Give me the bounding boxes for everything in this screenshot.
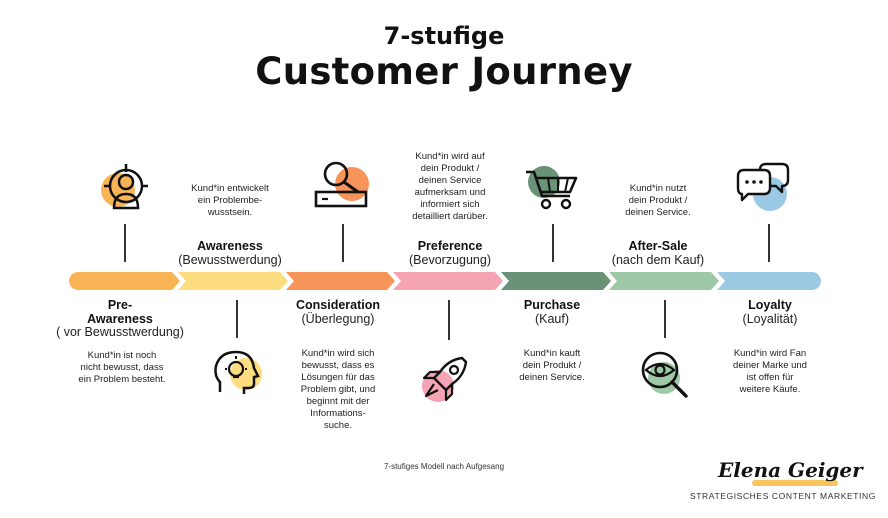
segment-preference	[393, 272, 503, 290]
segment-after-sale	[609, 272, 719, 290]
stage-title-loyalty: Loyalty	[748, 298, 792, 312]
connector-awareness	[236, 300, 238, 338]
head-lightbulb-icon	[214, 350, 262, 394]
segment-awareness	[178, 272, 288, 290]
stage-description-purchase: Kund*in kauft dein Produkt / deinen Serv…	[519, 348, 585, 383]
rocket-icon	[422, 356, 468, 402]
stage-title-pre-awareness: Pre- Awareness	[87, 298, 153, 326]
stage-subtitle-purchase: (Kauf)	[534, 312, 570, 326]
connector-after-sale	[664, 300, 666, 338]
shopping-cart-icon	[526, 166, 578, 210]
search-bar-icon	[314, 161, 369, 208]
stage-title-consideration: Consideration	[295, 298, 381, 312]
stage-subtitle-pre-awareness: ( vor Bewusstwerdung)	[56, 325, 184, 339]
stage-description-awareness: Kund*in entwickelt ein Problembe- wussts…	[191, 183, 269, 218]
stage-subtitle-preference: (Bevorzugung)	[409, 253, 491, 267]
brand-underline	[752, 480, 838, 486]
stage-subtitle-awareness: (Bewusstwerdung)	[178, 253, 282, 267]
connector-preference	[448, 300, 450, 340]
stage-description-consideration: Kund*in wird sich bewusst, dass es Lösun…	[300, 348, 376, 431]
stage-title-preference: Preference	[417, 239, 483, 253]
segment-pre-awareness	[69, 272, 180, 290]
stage-description-pre-awareness: Kund*in ist noch nicht bewusst, dass ein…	[78, 350, 166, 385]
segment-consideration	[286, 272, 395, 290]
stage-subtitle-after-sale: (nach dem Kauf)	[611, 253, 705, 267]
stage-description-loyalty: Kund*in wird Fan deiner Marke und ist of…	[733, 348, 807, 395]
stage-title-purchase: Purchase	[523, 298, 581, 312]
target-person-icon	[101, 164, 148, 210]
brand-tagline: STRATEGISCHES CONTENT MARKETING	[690, 491, 876, 501]
connector-loyalty	[768, 224, 770, 262]
stage-subtitle-loyalty: (Loyalität)	[742, 312, 798, 326]
stage-description-preference: Kund*in wird auf dein Produkt / deinen S…	[412, 151, 488, 222]
source-note: 7-stufiges Modell nach Aufgesang	[383, 462, 505, 471]
stage-description-after-sale: Kund*in nutzt dein Produkt / deinen Serv…	[625, 183, 691, 218]
title-line-1: 7-stufige	[383, 22, 505, 50]
segment-purchase	[501, 272, 611, 290]
page-title: Customer Journey	[255, 50, 633, 93]
brand-logo: Elena Geiger	[718, 458, 863, 482]
stage-subtitle-consideration: (Überlegung)	[301, 312, 375, 326]
stage-title-after-sale: After-Sale	[628, 239, 688, 253]
connector-consideration	[342, 224, 344, 262]
eye-magnifier-icon	[641, 351, 688, 398]
chat-bubbles-icon	[736, 162, 790, 211]
segment-loyalty	[717, 272, 821, 290]
connector-purchase	[552, 224, 554, 262]
stage-title-awareness: Awareness	[197, 239, 263, 253]
connector-pre-awareness	[124, 224, 126, 262]
timeline-segments	[69, 272, 821, 290]
